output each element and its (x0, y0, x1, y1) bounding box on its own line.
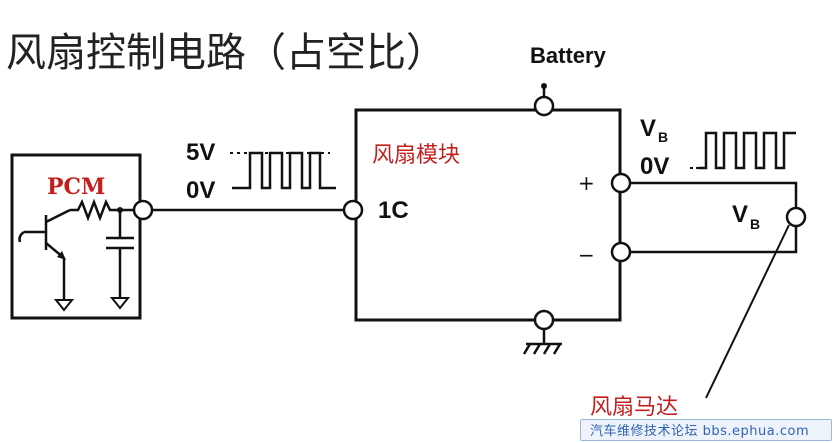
watermark-box (580, 419, 832, 441)
output-pwm-waveform (698, 131, 796, 170)
motor-plus-wire (630, 181, 798, 208)
fan-motor-label: 风扇马达 (590, 395, 678, 420)
vb-top-label: V (640, 115, 656, 142)
pcm-label: PCM (47, 174, 105, 200)
plus-label: + (578, 171, 595, 195)
pin-1c-label: 1C (378, 197, 409, 224)
vb-motor-label: V (732, 201, 748, 228)
minus-terminal (610, 241, 632, 263)
ground-symbol-left (53, 299, 75, 312)
input-pwm-waveform (232, 151, 336, 190)
output-low-label: 0V (640, 153, 669, 180)
vb-top-subscript: B (658, 129, 668, 145)
battery-label: Battery (530, 43, 607, 68)
resistor-symbol (70, 198, 133, 222)
capacitor-symbol (106, 210, 134, 298)
fan-motor-leader-line (705, 224, 790, 399)
plus-terminal (610, 172, 632, 194)
pcm-output-terminal (132, 199, 154, 221)
ground-symbol-right (109, 297, 131, 310)
chassis-ground-icon (522, 329, 562, 355)
ground-terminal (533, 309, 555, 331)
pcm-box (10, 153, 142, 320)
diagram-title: 风扇控制电路（占空比） (6, 30, 446, 76)
motor-minus-wire (630, 226, 798, 254)
battery-terminal (533, 95, 555, 117)
emitter-arrow (57, 251, 66, 260)
input-high-label: 5V (186, 139, 215, 166)
vb-motor-subscript: B (750, 216, 760, 232)
pin-1c-terminal (342, 199, 364, 221)
watermark-text: 汽车维修技术论坛 bbs.ephua.com (590, 424, 810, 439)
fan-module-label: 风扇模块 (372, 143, 460, 168)
input-low-label: 0V (186, 177, 215, 204)
motor-terminal (785, 206, 807, 228)
minus-label: − (578, 243, 595, 267)
